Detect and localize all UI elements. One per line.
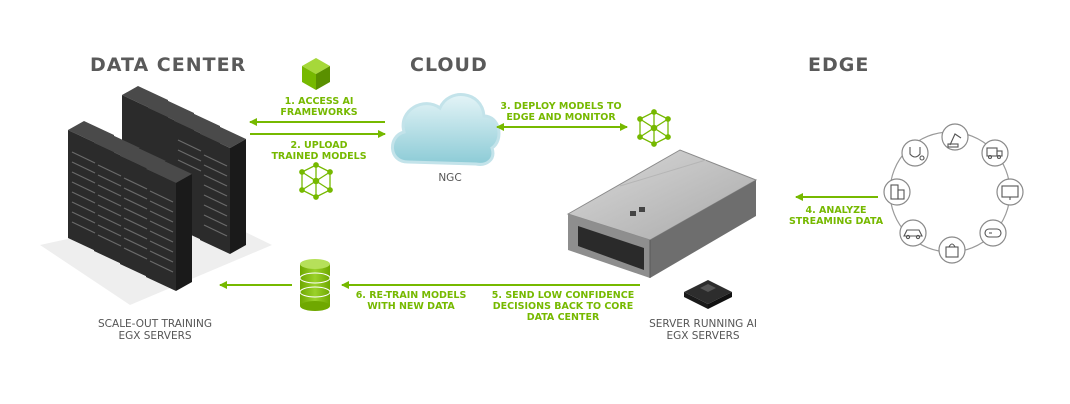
robot-arm-icon (947, 133, 962, 148)
data-center-racks (40, 86, 272, 305)
monitor-icon (1001, 185, 1019, 200)
database-icon (299, 259, 331, 311)
shopping-bag-icon (945, 243, 959, 258)
arrows (219, 118, 878, 289)
gamepad-icon (984, 228, 1002, 238)
building-icon (890, 184, 905, 200)
neural-network-icon-right (637, 109, 671, 147)
stethoscope-icon (909, 147, 925, 161)
edge-server-unit (566, 149, 758, 278)
edge-title: EDGE (808, 54, 870, 76)
car-icon (903, 229, 923, 240)
edge-device-ring (883, 123, 1024, 264)
ai-frameworks-cube-icon (302, 58, 330, 90)
data-center-title: DATA CENTER (90, 54, 247, 76)
neural-network-icon-left (299, 162, 333, 200)
rack-front-4 (146, 160, 192, 291)
cloud-title: CLOUD (410, 54, 488, 76)
truck-icon (986, 147, 1003, 160)
ngc-cloud-icon (391, 93, 501, 166)
jetson-module-icon (684, 280, 732, 309)
ngc-caption: NGC (438, 172, 462, 184)
